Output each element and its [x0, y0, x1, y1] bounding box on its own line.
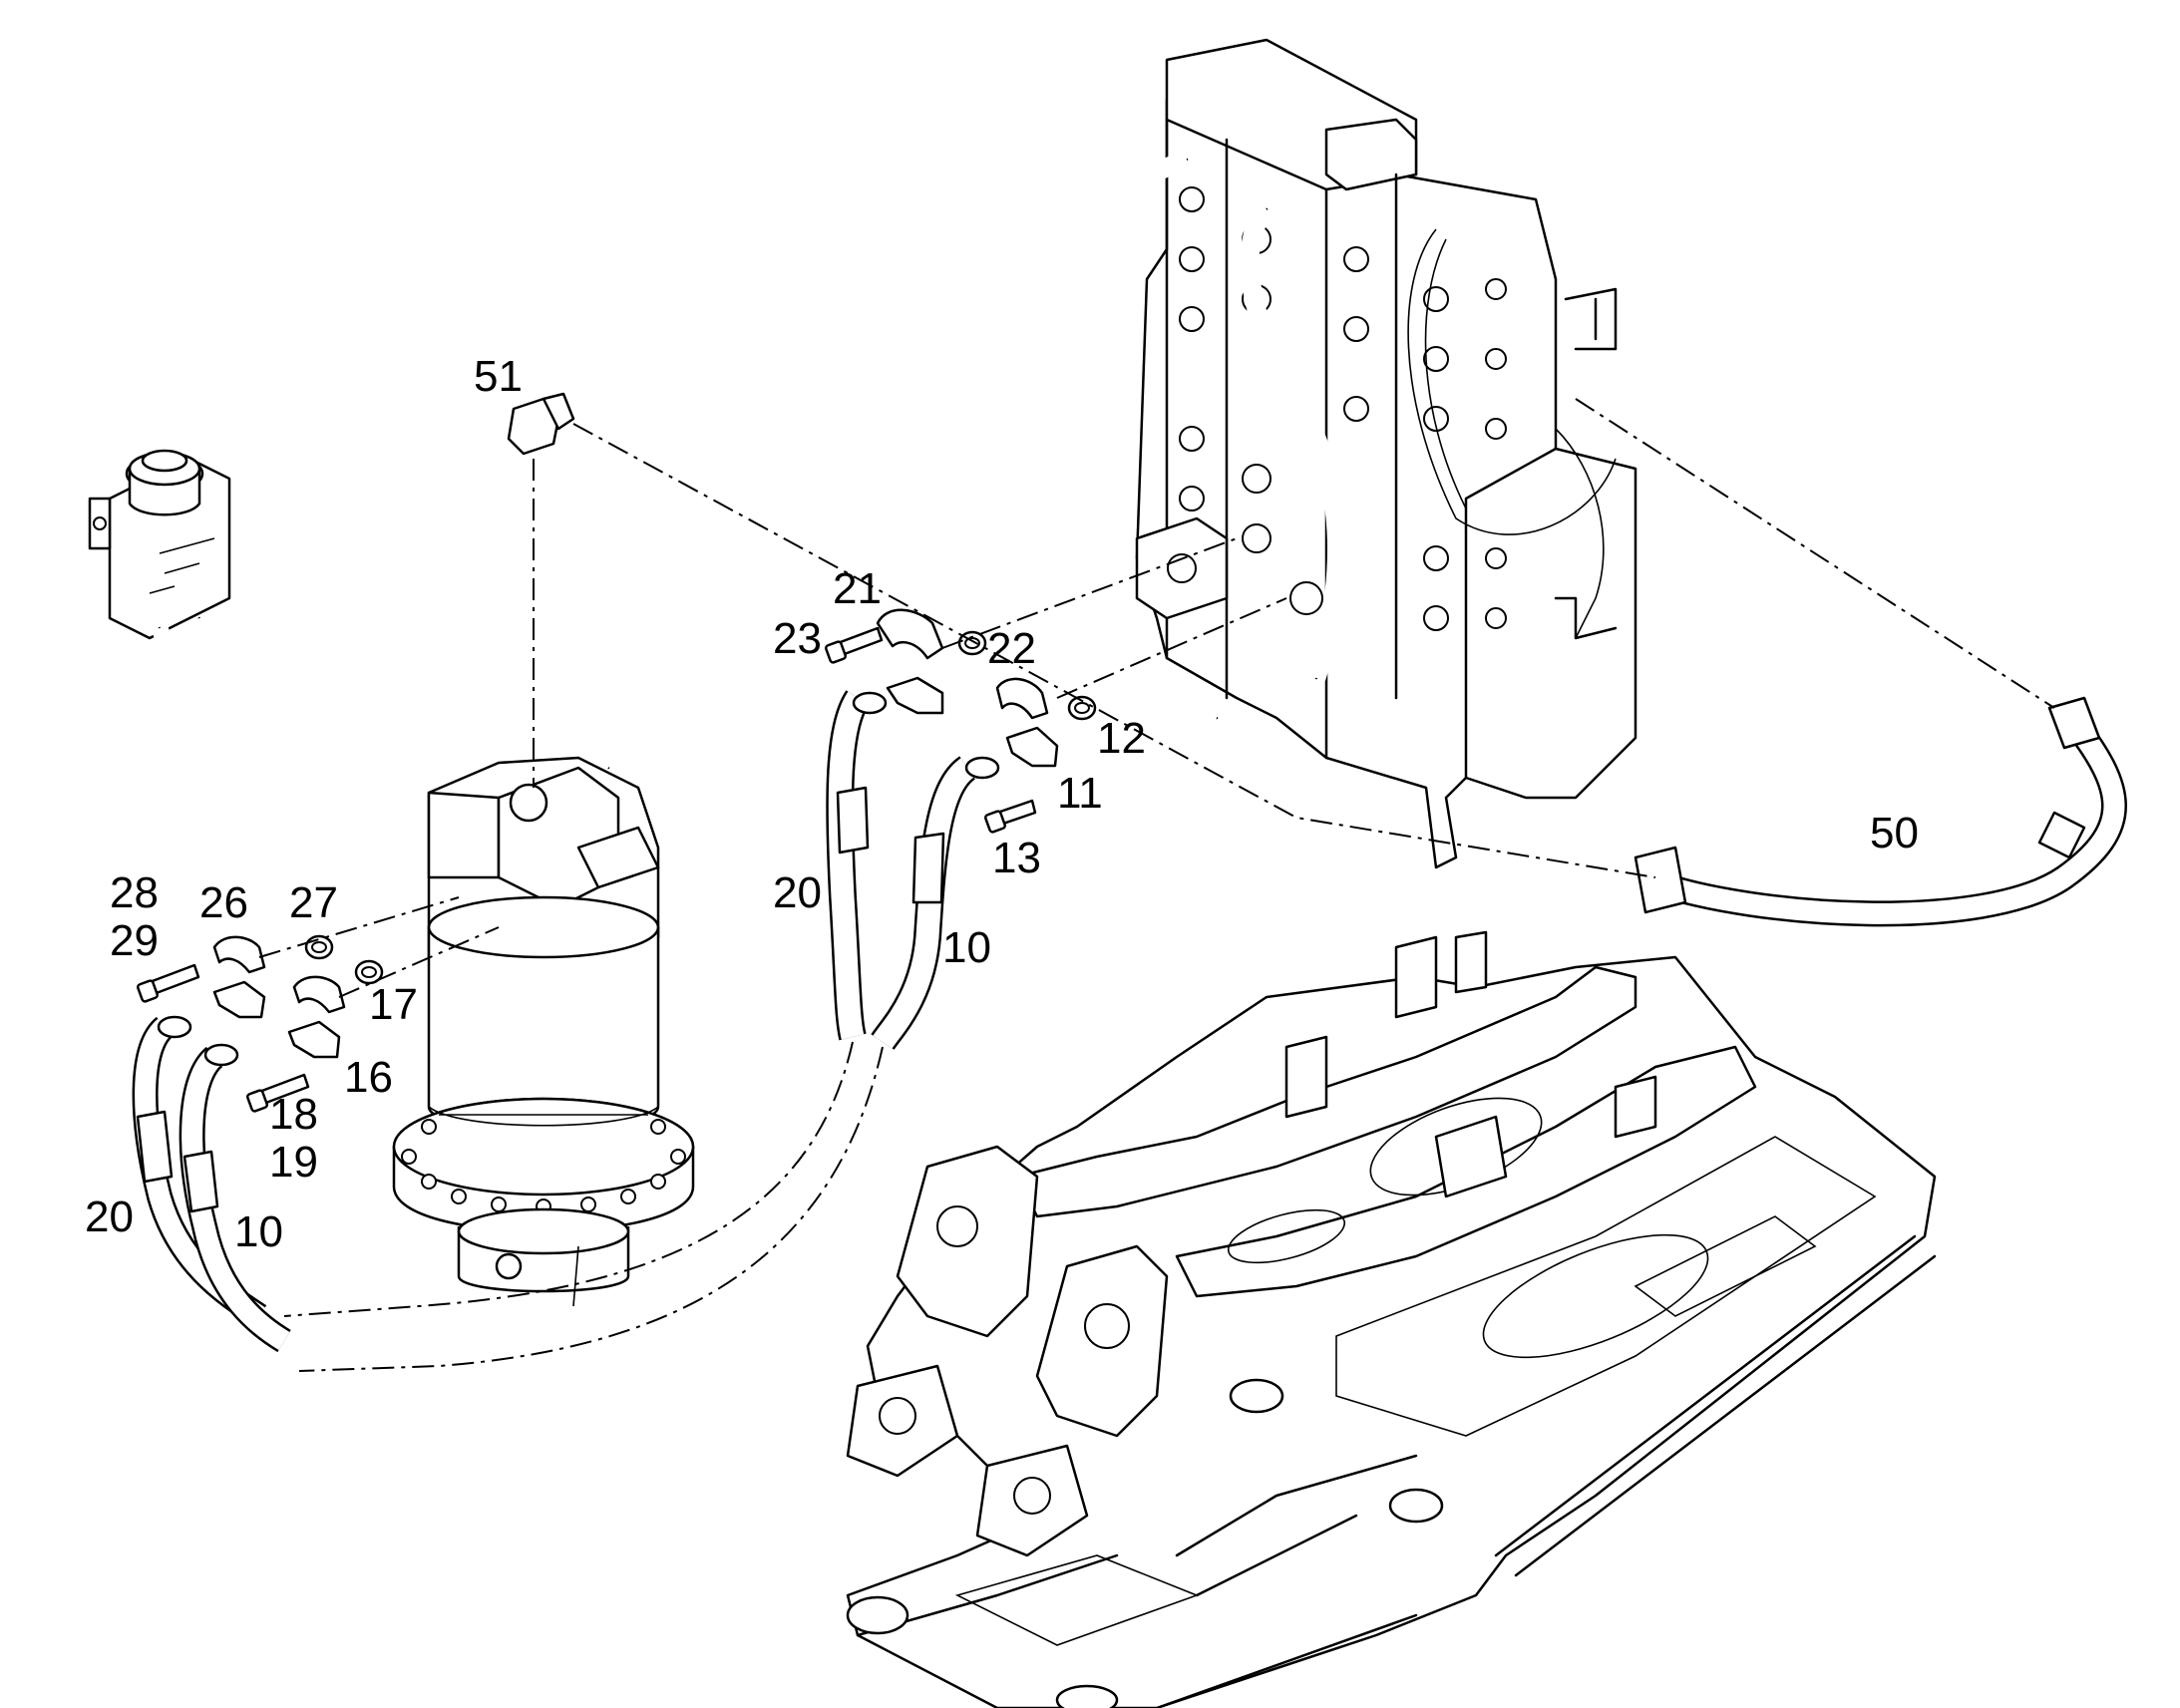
callout-50: 50: [1870, 809, 1919, 857]
assembly-leader-lines: [258, 398, 2055, 1372]
control-valve-assembly: [1026, 38, 1637, 869]
swing-motor: [392, 756, 695, 1307]
callout-labels: 51 21 23 22 12 11 13 50 28 29 26 27 17 1…: [85, 352, 1919, 1256]
hose-50: [1634, 696, 2127, 927]
callout-18: 18: [269, 1090, 318, 1139]
callout-10-center: 10: [942, 923, 991, 972]
flange-bolt-holes: [401, 1119, 686, 1214]
callout-29: 29: [110, 916, 159, 965]
callout-10-left: 10: [234, 1207, 283, 1256]
hose-pair-center: [826, 690, 1000, 1051]
callout-27: 27: [289, 878, 338, 927]
callout-16: 16: [344, 1053, 393, 1102]
callout-17: 17: [369, 980, 418, 1029]
callout-20-center: 20: [773, 868, 822, 917]
callout-23: 23: [773, 614, 822, 663]
upper-frame: [846, 930, 1937, 1708]
callout-22: 22: [987, 624, 1036, 673]
hydraulic-tank: [88, 449, 614, 795]
callout-28: 28: [110, 868, 159, 917]
callout-12: 12: [1097, 714, 1146, 763]
callout-13: 13: [992, 834, 1041, 882]
callout-11: 11: [1057, 769, 1103, 818]
hose-pair-left: [132, 1015, 291, 1353]
callout-20-left: 20: [85, 1193, 134, 1241]
callout-26: 26: [199, 878, 248, 927]
small-parts: [136, 392, 1097, 1113]
callout-21: 21: [833, 564, 882, 613]
callout-51: 51: [474, 352, 523, 401]
callout-19: 19: [269, 1138, 318, 1187]
